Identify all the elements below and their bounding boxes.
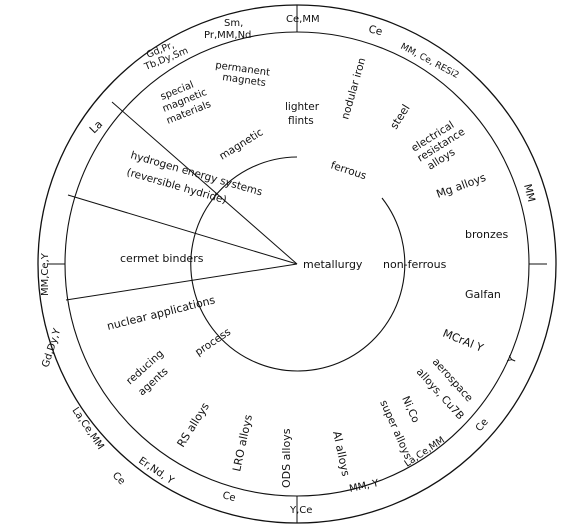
segment-ods-alloys: ODS alloys [280, 428, 293, 488]
element-sm-pr-2: Pr,MM,Nd [204, 30, 251, 41]
segment-galfan: Galfan [465, 288, 501, 301]
element-mm-ce-re: MM, Ce, RESi2 [399, 42, 461, 81]
element-mm-right: MM [521, 183, 537, 203]
segment-ni-co-1: Ni,Co [399, 394, 421, 424]
segment-nodular: nodular iron [339, 56, 368, 120]
group-process: process [193, 326, 233, 359]
element-ce-top: Ce [367, 23, 383, 38]
segment-lighter-2: flints [288, 115, 314, 127]
element-ce-bottom: Ce [221, 490, 236, 504]
segment-lighter-1: lighter [285, 101, 320, 113]
element-ce-left: Ce [110, 470, 127, 487]
group-non-ferrous: non-ferrous [383, 258, 447, 271]
center-spokes [65, 101, 298, 301]
outer-spokes [47, 5, 547, 523]
segment-al-alloys: Al alloys [330, 430, 352, 478]
segment-mcraly: MCrAl Y [441, 327, 486, 355]
element-sm-pr-1: Sm, [224, 18, 243, 29]
group-ferrous: ferrous [329, 159, 368, 182]
segment-bronzes: bronzes [465, 228, 509, 241]
segment-rs-alloys: RS alloys [175, 400, 213, 449]
segment-lro-alloys: LRO alloys [230, 413, 255, 472]
segment-cermet: cermet binders [120, 252, 204, 265]
group-arc [190, 156, 406, 372]
element-y-ce: Y,Ce [289, 505, 312, 516]
element-ce-lower-right: Ce [474, 417, 491, 434]
element-la: La [87, 118, 105, 136]
element-mm-ce-y: MM,Ce,Y [40, 252, 51, 296]
element-gd-dy-y: Gd,Dy,Y [40, 326, 63, 368]
element-la-ce-mm-left: La,Ce,MM [70, 406, 106, 452]
group-magnetic: magnetic [217, 126, 265, 162]
segment-nuclear: nuclear applications [106, 293, 217, 333]
segment-steel: steel [388, 102, 413, 131]
element-mm-y: MM, Y [348, 478, 380, 495]
center-label: metallurgy [303, 258, 363, 271]
element-ce-mm: Ce,MM [286, 14, 320, 25]
segment-mg-alloys: Mg alloys [435, 171, 488, 201]
element-y-right: Y [505, 354, 519, 366]
